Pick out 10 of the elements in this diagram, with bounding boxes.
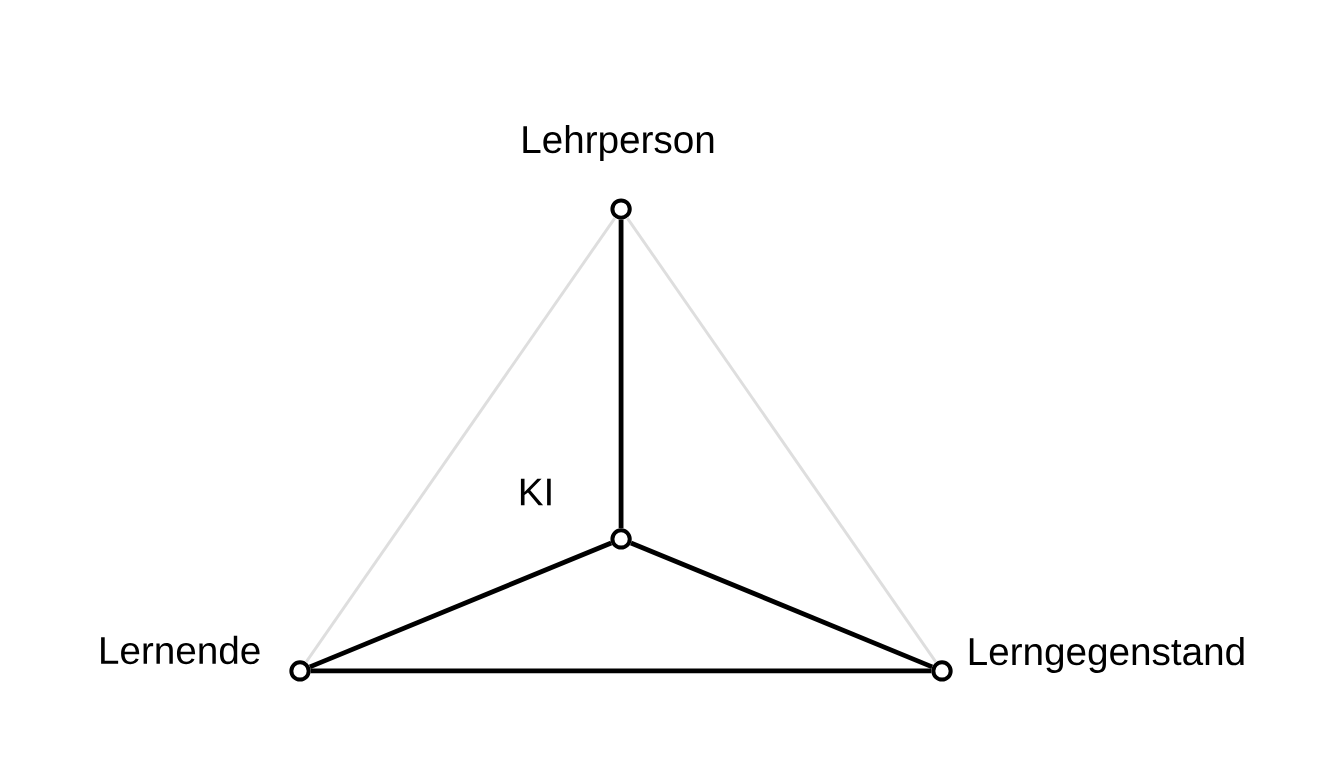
- connector-line: [304, 217, 617, 663]
- connector-line: [625, 217, 938, 663]
- connector-line: [618, 219, 624, 529]
- node-label: Lerngegenstand: [969, 636, 1244, 673]
- connector-line: [308, 540, 613, 670]
- node-label: Lernende: [101, 635, 260, 665]
- node-label: KI: [520, 478, 551, 506]
- connector-line: [630, 540, 934, 670]
- node-label: Lehrperson: [523, 124, 714, 161]
- connector-line: [310, 668, 932, 674]
